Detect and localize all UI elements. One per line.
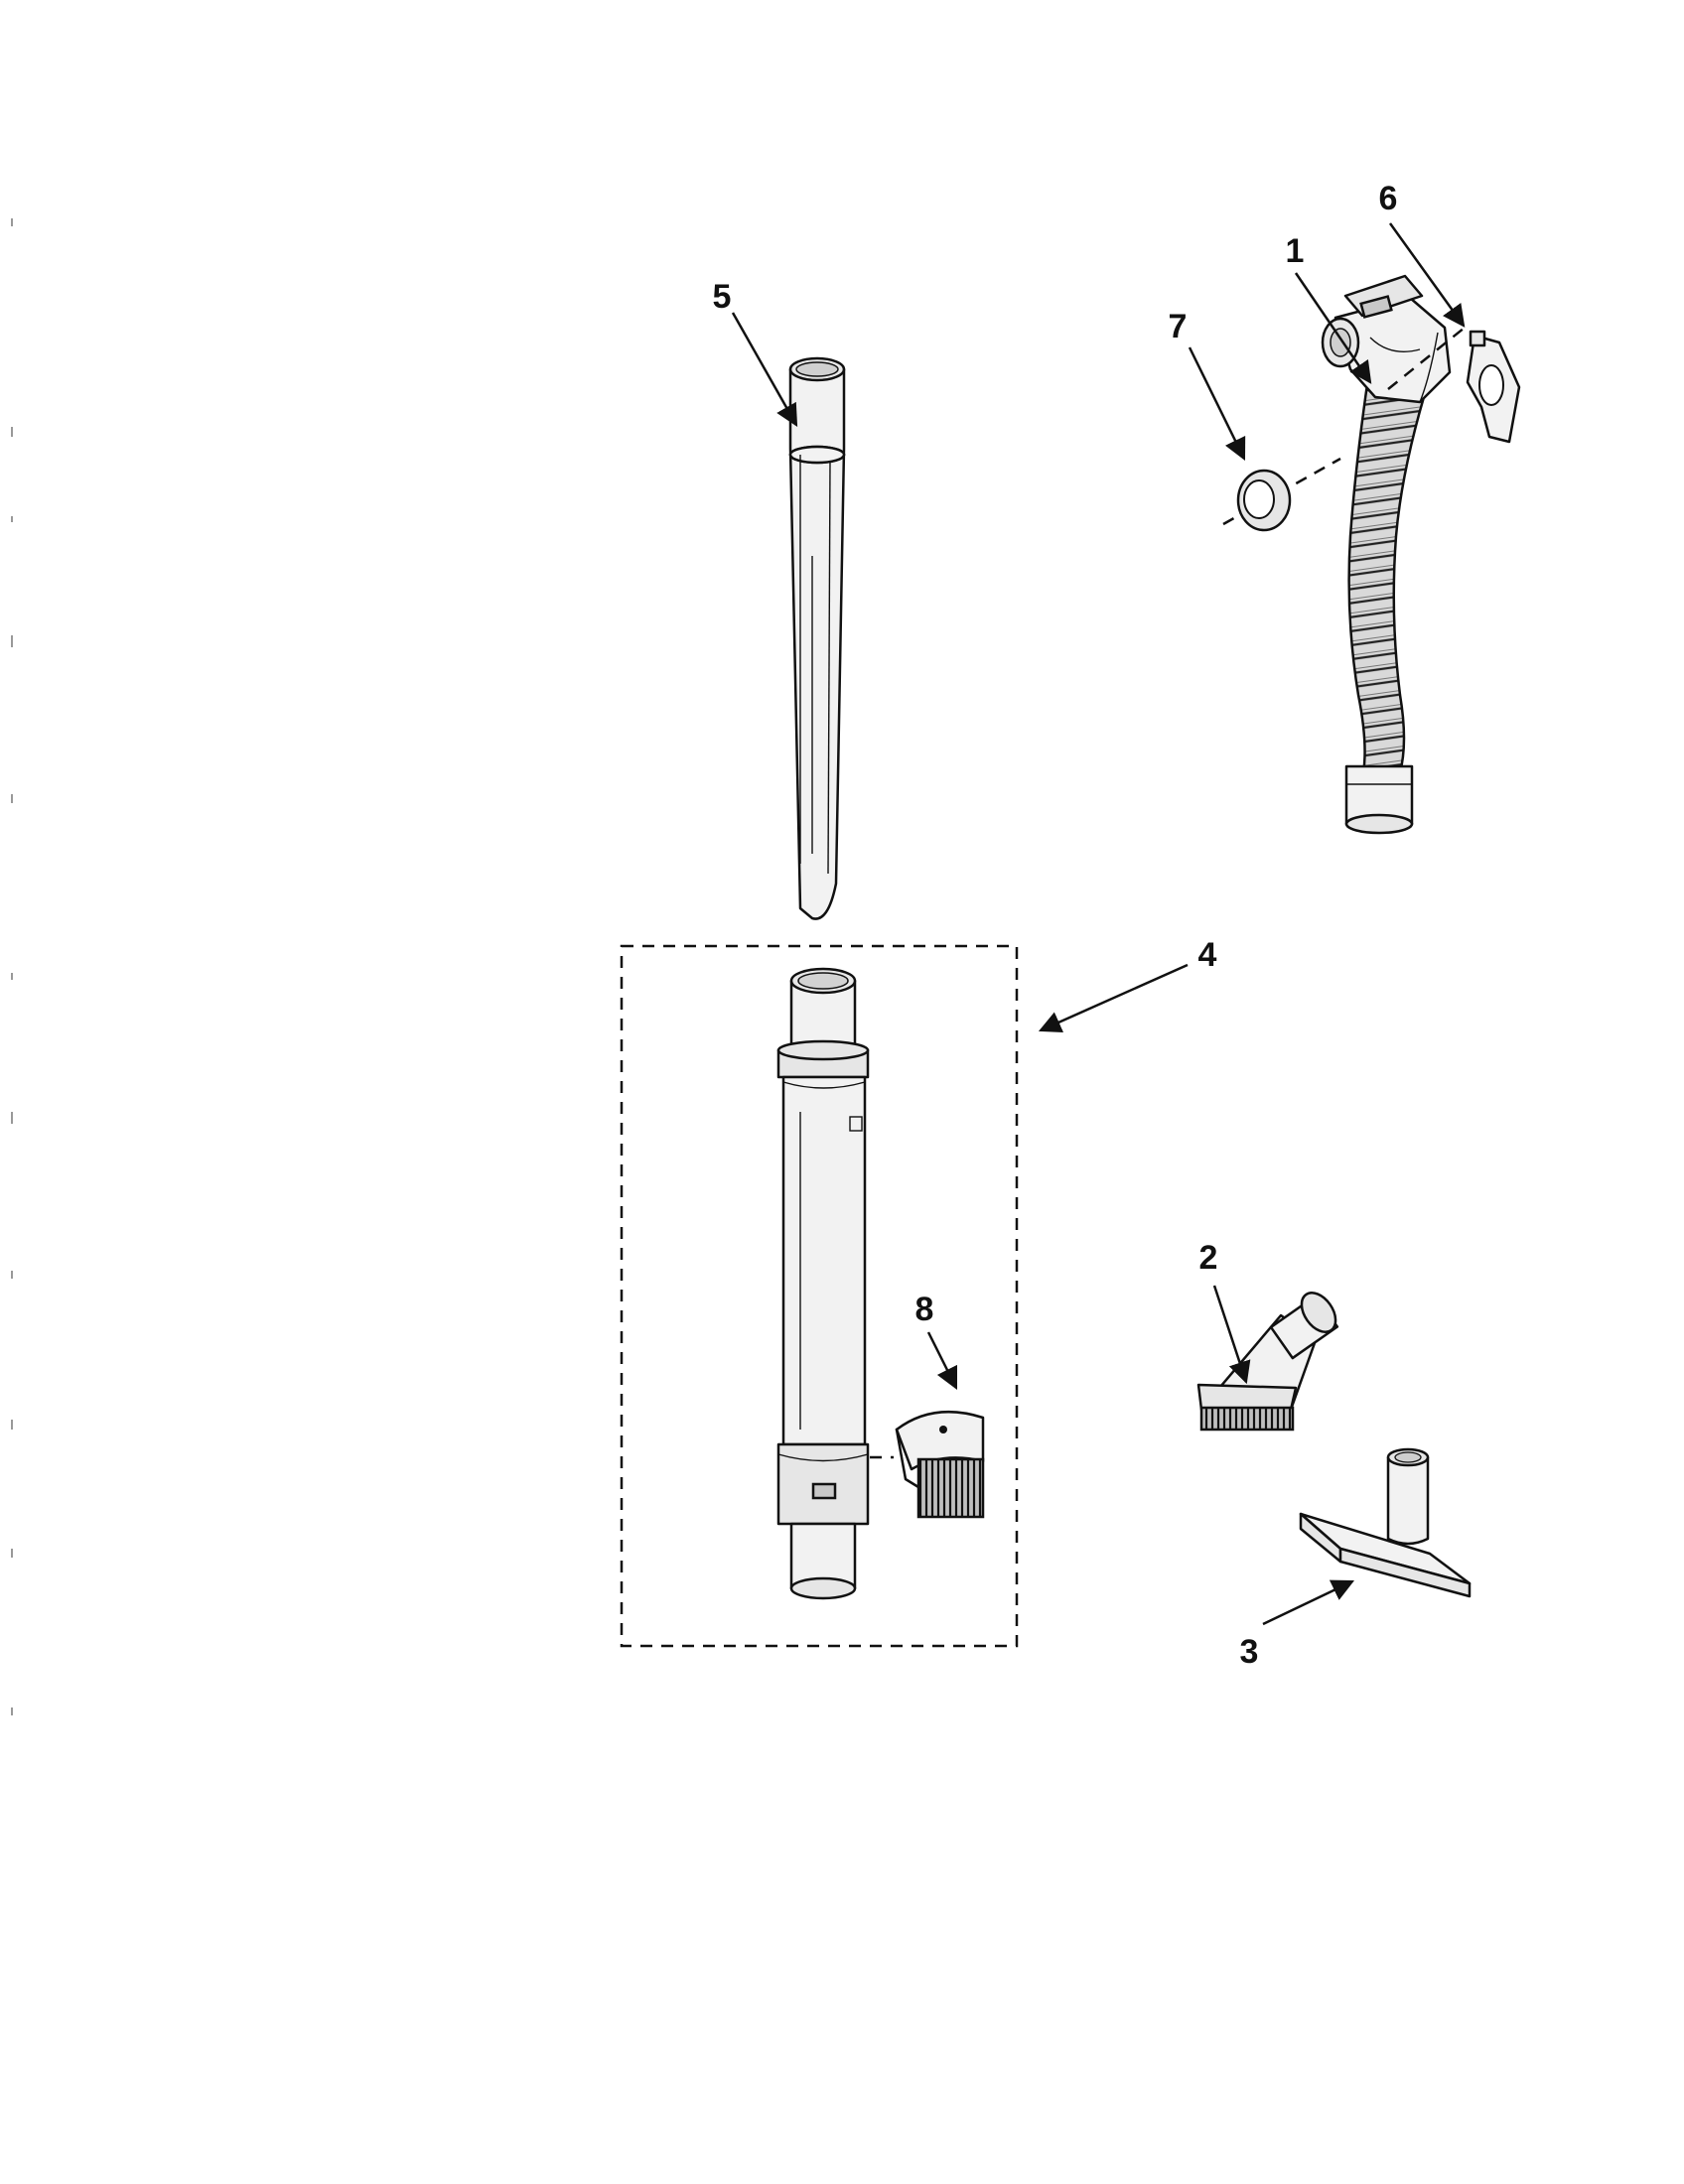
callout-labels: 1 2 3 4 5 6 7 8 (713, 180, 1398, 1671)
callout-7: 7 (1169, 308, 1188, 345)
leader-5 (731, 312, 798, 427)
callout-8: 8 (915, 1291, 934, 1328)
leader-lines (731, 222, 1466, 1626)
part-7-ring-seal[interactable] (1222, 457, 1341, 532)
part-8-brush-clip[interactable] (870, 1410, 985, 1519)
part-5-crevice-tool[interactable] (788, 356, 846, 920)
callout-6: 6 (1379, 180, 1398, 217)
callout-2: 2 (1199, 1239, 1218, 1277)
leader-3 (1262, 1579, 1355, 1626)
leader-4 (1038, 963, 1189, 1033)
leader-7 (1188, 346, 1246, 462)
assembly-outline (620, 944, 1019, 1648)
callout-1: 1 (1286, 232, 1305, 270)
part-4-wand-assembly[interactable] (620, 944, 1019, 1648)
scan-margin-marks (11, 218, 13, 1715)
part-6-latch-clip[interactable] (1387, 327, 1521, 444)
leader-6 (1388, 222, 1466, 328)
latch-alignment-line (1387, 327, 1466, 390)
part-3-upholstery-tool[interactable] (1299, 1447, 1472, 1598)
part-1-hose-assembly[interactable] (1321, 274, 1452, 835)
callout-4: 4 (1198, 936, 1217, 974)
callout-5: 5 (713, 278, 732, 316)
leader-8 (926, 1331, 958, 1391)
part-2-dusting-brush[interactable] (1196, 1287, 1342, 1432)
leader-2 (1212, 1285, 1251, 1385)
callout-3: 3 (1240, 1633, 1259, 1671)
leader-1 (1294, 272, 1372, 384)
